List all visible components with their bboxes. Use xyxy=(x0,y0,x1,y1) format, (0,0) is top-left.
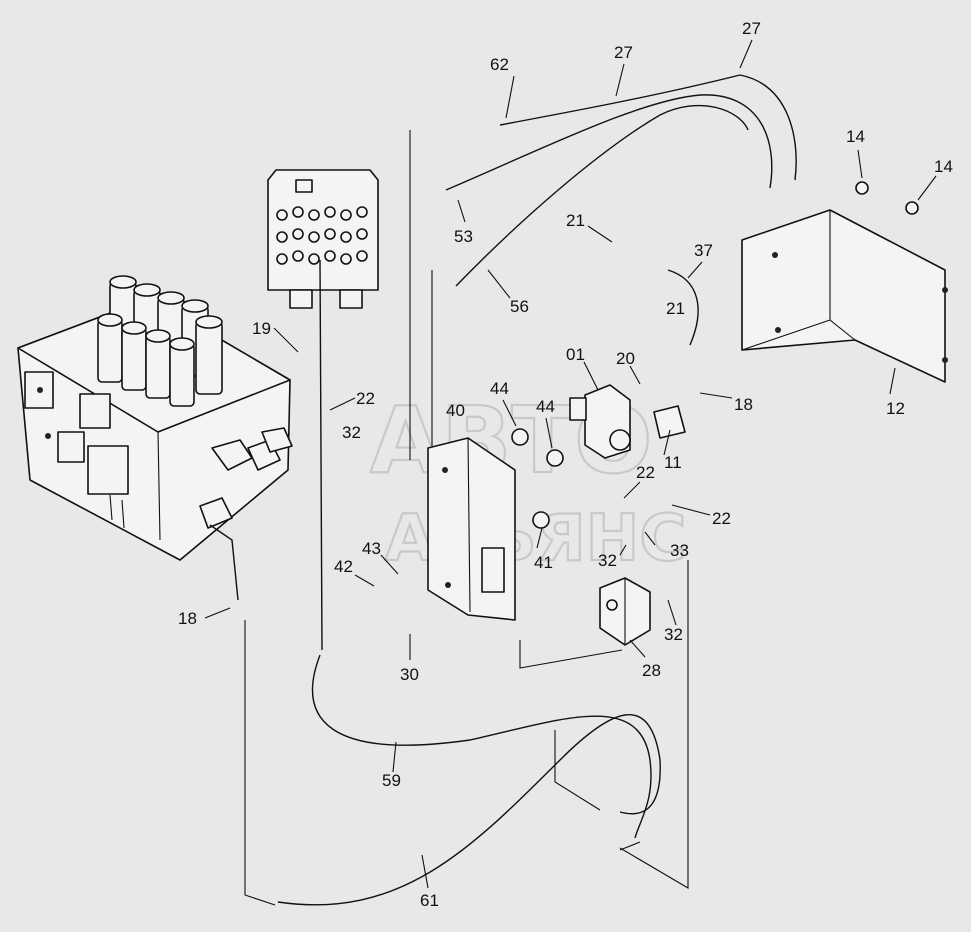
callout-20: 20 xyxy=(616,349,635,368)
callout-22-a: 22 xyxy=(356,389,375,408)
valve-01 xyxy=(569,384,686,459)
callout-61: 61 xyxy=(420,891,439,910)
callout-22-c: 22 xyxy=(712,509,731,528)
callout-27-a: 27 xyxy=(614,43,633,62)
callout-56: 56 xyxy=(510,297,529,316)
callout-18-b: 18 xyxy=(178,609,197,628)
callout-32-a: 32 xyxy=(342,423,361,442)
hose-lines xyxy=(244,74,797,906)
callout-21-a: 21 xyxy=(566,211,585,230)
callout-22-b: 22 xyxy=(636,463,655,482)
callout-19: 19 xyxy=(252,319,271,338)
callout-41: 41 xyxy=(534,553,553,572)
control-valve-block xyxy=(17,275,293,601)
callout-37: 37 xyxy=(694,241,713,260)
bracket-12 xyxy=(741,181,948,383)
callout-40: 40 xyxy=(446,401,465,420)
mounting-plate-40 xyxy=(427,428,564,621)
callout-30: 30 xyxy=(400,665,419,684)
callout-01: 01 xyxy=(566,345,585,364)
callout-62: 62 xyxy=(490,55,509,74)
callout-28: 28 xyxy=(642,661,661,680)
callouts: 62 27 27 14 14 53 56 21 21 37 19 22 32 0… xyxy=(178,19,953,910)
callout-18-a: 18 xyxy=(734,395,753,414)
callout-53: 53 xyxy=(454,227,473,246)
callout-32-b: 32 xyxy=(598,551,617,570)
callout-21-b: 21 xyxy=(666,299,685,318)
leader-lines xyxy=(204,39,937,889)
callout-44-a: 44 xyxy=(490,379,509,398)
valve-block-28 xyxy=(599,577,651,646)
callout-32-c: 32 xyxy=(664,625,683,644)
callout-43: 43 xyxy=(362,539,381,558)
callout-11: 11 xyxy=(664,453,682,472)
callout-59: 59 xyxy=(382,771,401,790)
solenoid-valve-block xyxy=(267,169,379,309)
callout-14-a: 14 xyxy=(846,127,865,146)
callout-42: 42 xyxy=(334,557,353,576)
callout-44-b: 44 xyxy=(536,397,555,416)
callout-14-b: 14 xyxy=(934,157,953,176)
callout-12: 12 xyxy=(886,399,905,418)
callout-27-b: 27 xyxy=(742,19,761,38)
callout-33: 33 xyxy=(670,541,689,560)
